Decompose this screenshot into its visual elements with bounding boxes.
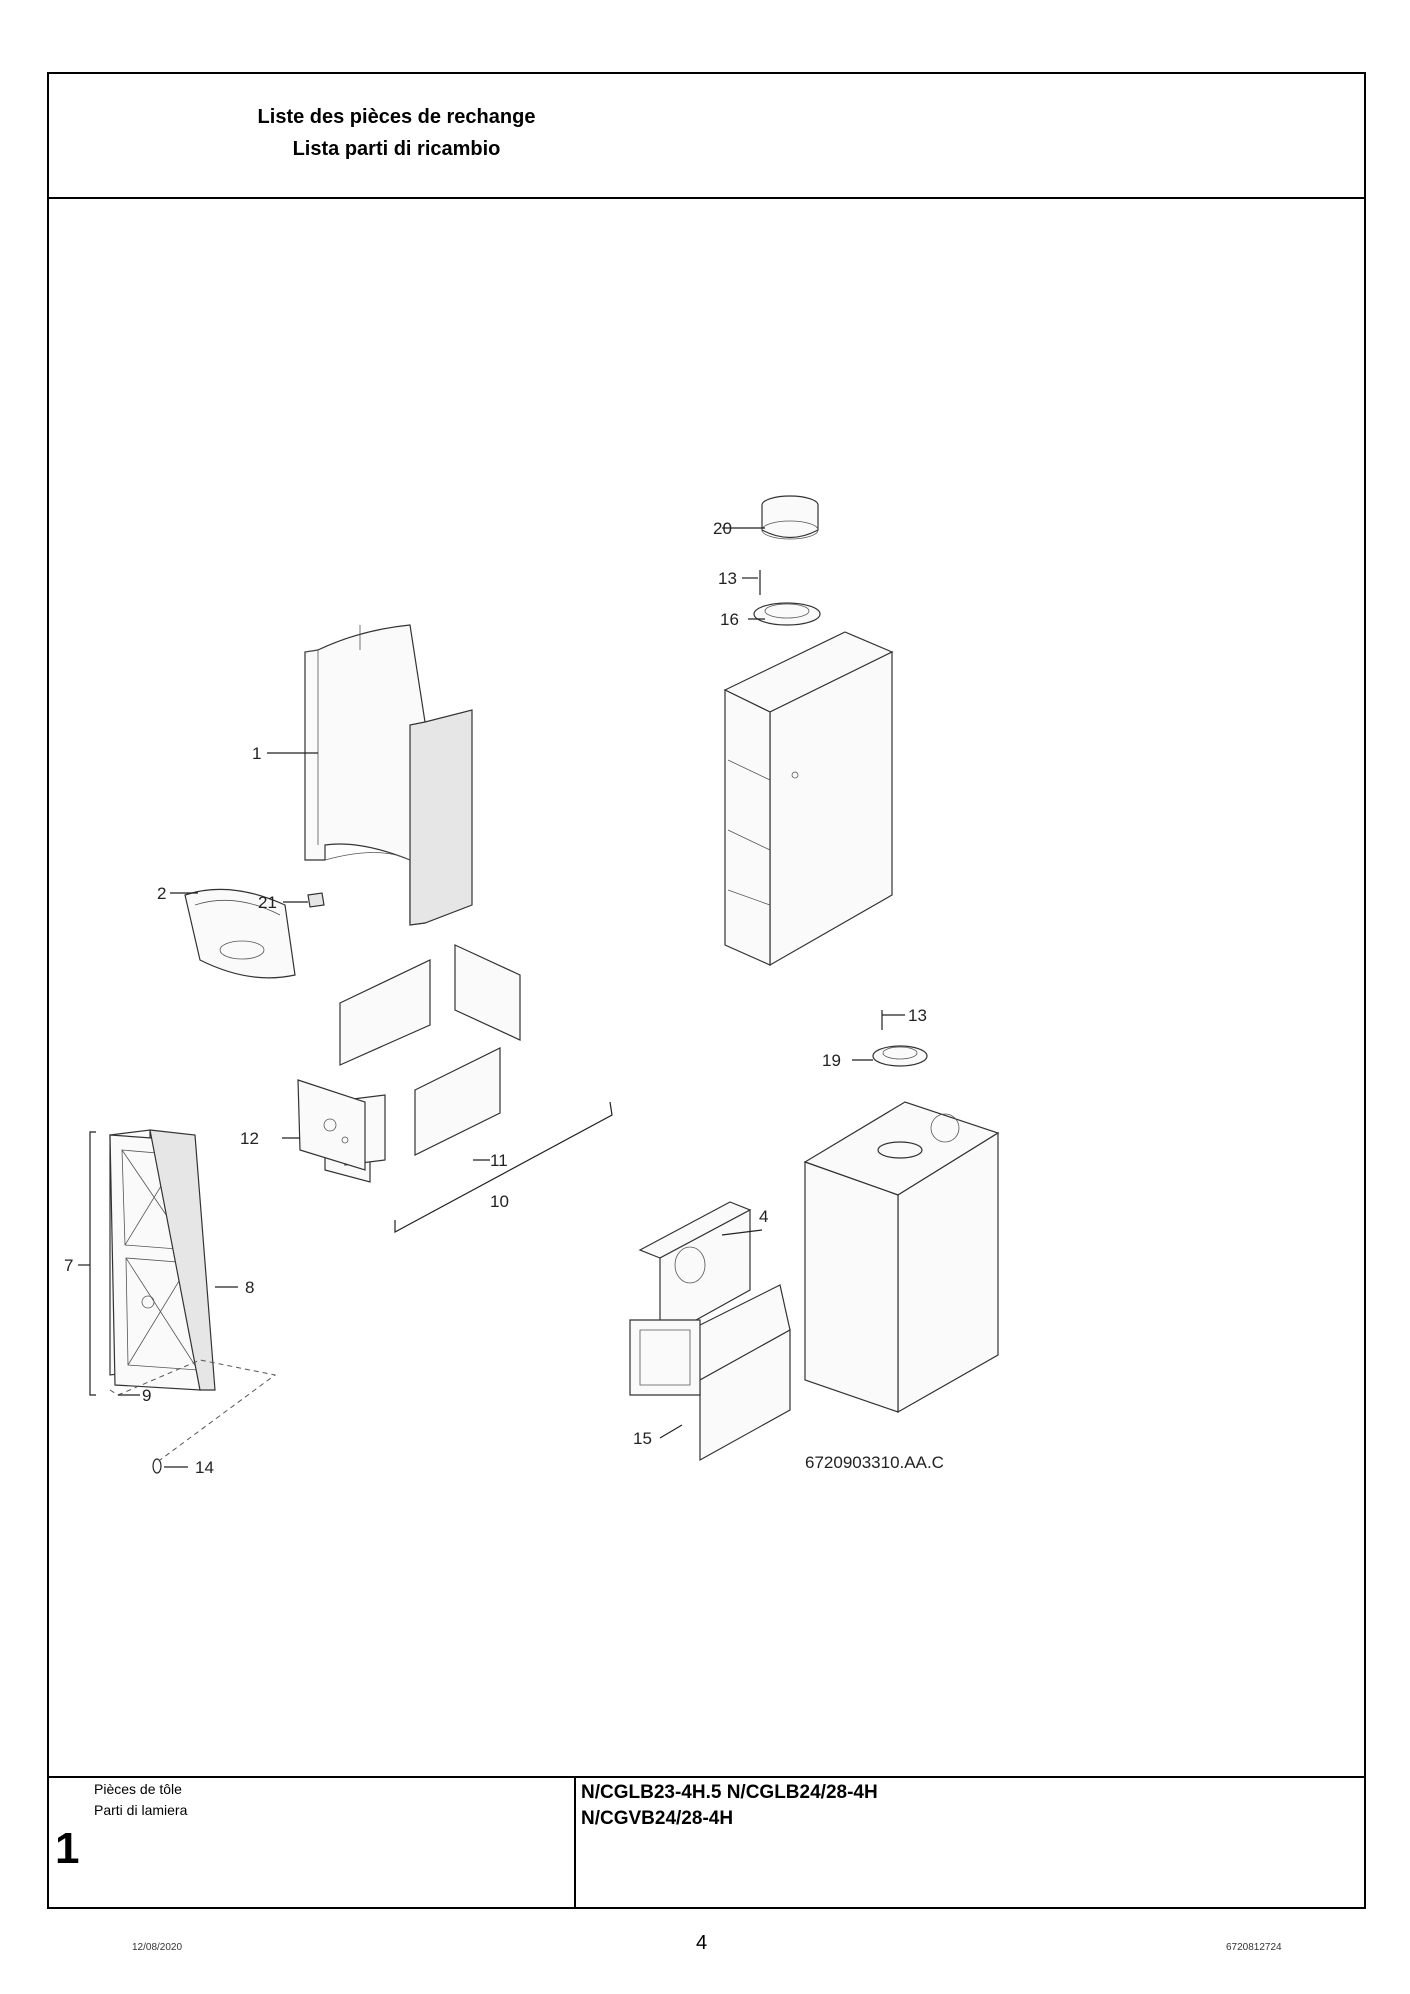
part-door-frames — [109, 1129, 216, 1391]
part-grommet-14 — [152, 1458, 162, 1474]
model-list-line-1: N/CGLB23-4H.5 N/CGLB24/28-4H — [581, 1782, 878, 1803]
callout-11: 11 — [490, 1151, 508, 1170]
callout-16: 16 — [720, 610, 739, 629]
footer-divider — [49, 1776, 1364, 1778]
callout-7: 7 — [64, 1256, 73, 1275]
part-flange-16 — [753, 602, 821, 626]
callout-14: 14 — [195, 1458, 214, 1477]
callout-13-lower: 13 — [908, 1006, 927, 1025]
callout-9: 9 — [142, 1386, 151, 1405]
part-collar-20 — [761, 495, 819, 540]
diagram-reference: 6720903310.AA.C — [805, 1453, 944, 1472]
title-french: Liste des pièces de rechange — [257, 106, 536, 128]
callout-10: 10 — [490, 1192, 509, 1211]
callout-labels: 1 2 4 7 8 9 10 11 12 13 13 14 15 16 19 2… — [64, 519, 927, 1477]
header-divider — [49, 197, 1364, 199]
callout-12: 12 — [240, 1129, 259, 1148]
part-lower-cabinet — [803, 1101, 1000, 1414]
part-flange-19 — [872, 1045, 928, 1067]
print-date: 12/08/2020 — [132, 1942, 183, 1953]
callout-8: 8 — [245, 1278, 254, 1297]
callout-13-top: 13 — [718, 569, 737, 588]
leader-lines — [78, 527, 905, 1468]
document-number: 6720812724 — [1226, 1942, 1282, 1953]
part-clip-21 — [307, 892, 325, 908]
dashed-leader-lines — [109, 1359, 277, 1461]
callout-1: 1 — [252, 744, 261, 763]
callout-19: 19 — [822, 1051, 841, 1070]
callout-2: 2 — [157, 884, 166, 903]
footer-column-divider — [574, 1776, 576, 1907]
part-back-plate — [297, 1079, 366, 1171]
model-list-line-2: N/CGVB24/28-4H — [581, 1808, 734, 1829]
page-frame: Liste des pièces de rechange Lista parti… — [47, 72, 1366, 1909]
footer-label-french: Pièces de tôle — [94, 1781, 182, 1797]
callout-21: 21 — [258, 893, 277, 912]
bracket-10 — [394, 1101, 613, 1234]
callout-4: 4 — [759, 1207, 768, 1226]
title-italian: Lista parti di ricambio — [292, 138, 501, 160]
part-front-cover — [304, 624, 473, 926]
part-handle-panel — [184, 888, 296, 979]
callout-20: 20 — [713, 519, 732, 538]
part-upper-cabinet — [723, 631, 894, 967]
page-number: 4 — [696, 1932, 708, 1954]
callout-15: 15 — [633, 1429, 652, 1448]
figure-number: 1 — [55, 1824, 80, 1873]
bracket-7 — [89, 1131, 96, 1396]
footer-label-italian: Parti di lamiera — [94, 1802, 188, 1818]
part-burner-assembly — [629, 1201, 791, 1462]
